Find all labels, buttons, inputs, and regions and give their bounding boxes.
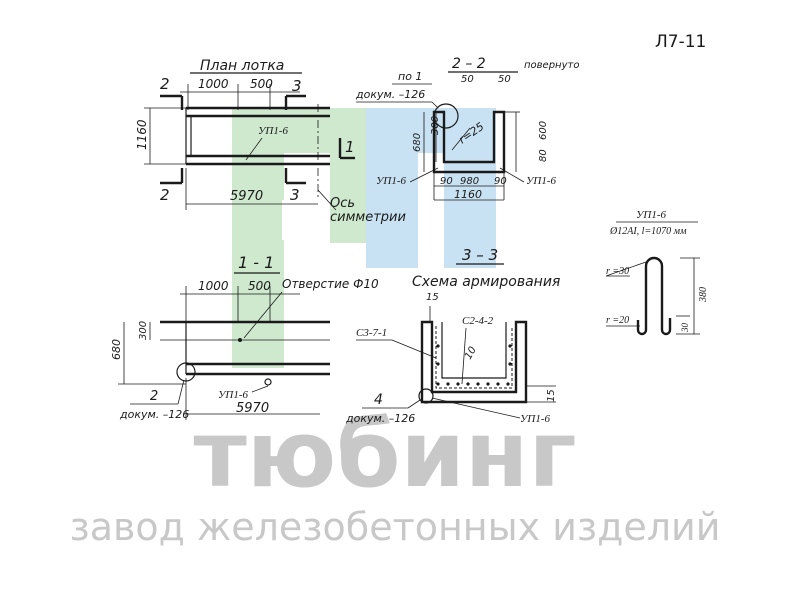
s22-dim-680: 680 bbox=[412, 133, 423, 152]
s22-dim-90a: 90 bbox=[440, 176, 453, 187]
s11-ref-2: 2 bbox=[150, 389, 158, 404]
s11-title: 1 - 1 bbox=[238, 253, 274, 272]
plan-dim-1000: 1000 bbox=[198, 77, 229, 91]
s11-ref-doc: докум. –126 bbox=[119, 408, 189, 421]
plan-axis-label-1: Ось bbox=[330, 196, 355, 211]
s33-ref-4: 4 bbox=[374, 392, 383, 408]
s22-dim-50a: 50 bbox=[461, 74, 474, 85]
plan-mark-1: 1 bbox=[345, 138, 355, 156]
plan-dim-500: 500 bbox=[250, 77, 273, 91]
detail-up1-6: УП1-6 Ø12AI, l=1070 мм r =30 r =20 380 3… bbox=[605, 209, 709, 336]
section-2-2: 2 – 2 повернуто по 1 докум. –126 50 50 3… bbox=[355, 56, 579, 201]
s22-dim-90b: 90 bbox=[494, 176, 507, 187]
s33-dim-15a: 15 bbox=[426, 292, 439, 303]
s33-c371: С3-7-1 bbox=[356, 327, 387, 339]
s22-dim-1160: 1160 bbox=[454, 188, 482, 201]
s33-title: 3 – 3 bbox=[462, 246, 498, 264]
plan-dim-5970: 5970 bbox=[230, 189, 263, 204]
plan-mark-3-bottom: 3 bbox=[290, 186, 300, 204]
watermark-tagline: завод железобетонных изделий bbox=[70, 505, 721, 549]
plan-view: План лотка 1000 500 2 3 1160 1 bbox=[135, 58, 406, 225]
s11-up-label: УП1-6 bbox=[218, 389, 249, 401]
s22-dim-600: 600 bbox=[538, 121, 549, 140]
plan-up-label: УП1-6 bbox=[258, 125, 289, 137]
s22-title: 2 – 2 bbox=[452, 56, 486, 72]
s22-dim-50b: 50 bbox=[498, 74, 511, 85]
plan-axis-label-2: симметрии bbox=[330, 210, 406, 225]
s11-dim-1000: 1000 bbox=[198, 279, 229, 293]
s22-dim-80: 80 bbox=[538, 149, 549, 162]
sheet-code: Л7-11 bbox=[655, 32, 706, 52]
detail-dim-30: 30 bbox=[680, 323, 690, 334]
s11-dim-680: 680 bbox=[110, 339, 123, 360]
plan-dim-1160: 1160 bbox=[135, 119, 149, 150]
s22-up-right: УП1-6 bbox=[526, 175, 557, 187]
detail-dim-380: 380 bbox=[698, 287, 709, 303]
watermark-brand: тюбинг bbox=[193, 401, 576, 508]
s22-ref-po: по 1 bbox=[398, 70, 422, 83]
detail-r20: r =20 bbox=[606, 315, 629, 326]
plan-mark-3-top: 3 bbox=[292, 77, 302, 95]
s11-hole-label: Отверстие Ф10 bbox=[282, 277, 379, 291]
s33-up-label: УП1-6 bbox=[520, 413, 551, 425]
s11-dim-5970: 5970 bbox=[236, 401, 269, 416]
s33-ref-doc: докум. –126 bbox=[345, 412, 415, 425]
detail-r30: r =30 bbox=[606, 266, 629, 277]
plan-title: План лотка bbox=[200, 58, 284, 74]
detail-spec: Ø12AI, l=1070 мм bbox=[609, 226, 687, 237]
s22-up-left: УП1-6 bbox=[376, 175, 407, 187]
s22-dim-300: 300 bbox=[430, 116, 441, 135]
s22-subtitle: повернуто bbox=[524, 60, 579, 71]
s33-dim-15b: 15 bbox=[546, 389, 557, 402]
section-3-3: 3 – 3 Схема армирования 15 10 С3-7-1 С2-… bbox=[345, 246, 560, 425]
s33-c242: С2-4-2 bbox=[462, 315, 494, 327]
s11-dim-500: 500 bbox=[248, 279, 271, 293]
s11-dim-300: 300 bbox=[138, 321, 149, 340]
s33-dim-10: 10 bbox=[463, 345, 479, 362]
plan-mark-2-top: 2 bbox=[160, 75, 170, 93]
s22-ref-doc: докум. –126 bbox=[355, 88, 425, 101]
watermark-logo bbox=[232, 108, 496, 368]
section-1-1: 1 - 1 1000 500 Отверстие Ф10 300 680 УП1… bbox=[110, 253, 379, 421]
s33-subtitle: Схема армирования bbox=[412, 274, 560, 290]
s22-dim-980: 980 bbox=[460, 176, 479, 187]
plan-mark-2-bottom: 2 bbox=[160, 186, 170, 204]
detail-title: УП1-6 bbox=[636, 209, 667, 221]
